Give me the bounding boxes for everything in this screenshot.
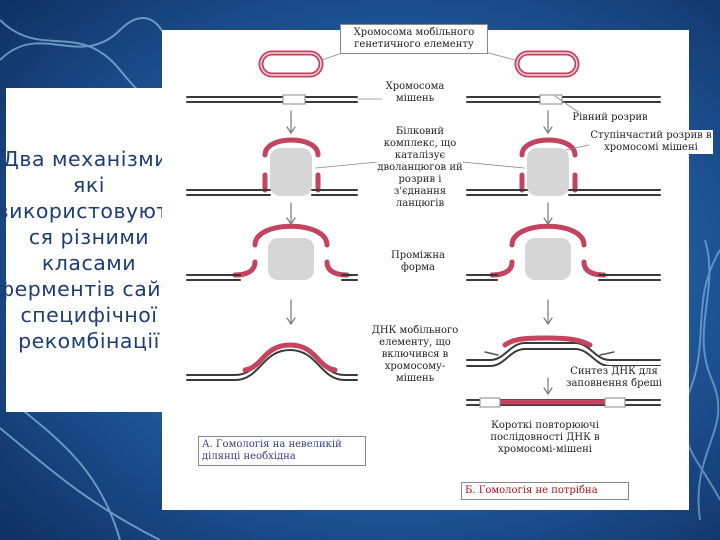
label-dna-synthesis: Синтез ДНК для заповнення бреші (565, 366, 663, 390)
label-target-chromosome: Хромосома мішень (382, 81, 448, 105)
label-intermediate: Проміжна форма (385, 250, 451, 274)
label-blunt-break: Рівний розрив (565, 112, 655, 124)
target-site-right (539, 94, 563, 105)
slide-title-box: Два механізми, які використовують ся різ… (0, 88, 181, 412)
label-staggered-break: Ступінчастий розрив в хромосомі мішені (589, 130, 713, 154)
target-chromosome-right (466, 96, 661, 103)
label-dna-inserted: ДНК мобільного елементу, що включився в … (367, 325, 463, 385)
target-site-left (282, 94, 306, 105)
label-short-repeats: Короткі повторюючі послідовності ДНК в х… (475, 420, 615, 456)
arrow-down-icon (286, 110, 296, 326)
target-chromosome-left (186, 96, 358, 103)
mobile-element-left (258, 50, 324, 78)
label-mobile-chromosome: Хромосома мобільного генетичного елемент… (340, 24, 488, 54)
arrow-down-icon (543, 110, 553, 396)
intermediate-right (466, 223, 661, 281)
inserted-dna-left (186, 342, 358, 381)
caption-b: Б. Гомологія не потрібна (461, 482, 629, 500)
slide-title: Два механізми, які використовують ся різ… (0, 147, 182, 353)
protein-complex-right (466, 137, 661, 196)
inserted-dna-right (466, 335, 661, 367)
mobile-element-right (514, 50, 580, 78)
dna-helix-right-icon (682, 239, 720, 521)
label-protein-complex: Білковий комплекс, що каталізує дволанцю… (377, 126, 463, 210)
protein-complex-left (186, 137, 358, 196)
intermediate-left (186, 223, 358, 281)
final-result-right (466, 397, 661, 408)
caption-a: А. Гомологія на невеликій ділянці необхі… (198, 436, 366, 466)
